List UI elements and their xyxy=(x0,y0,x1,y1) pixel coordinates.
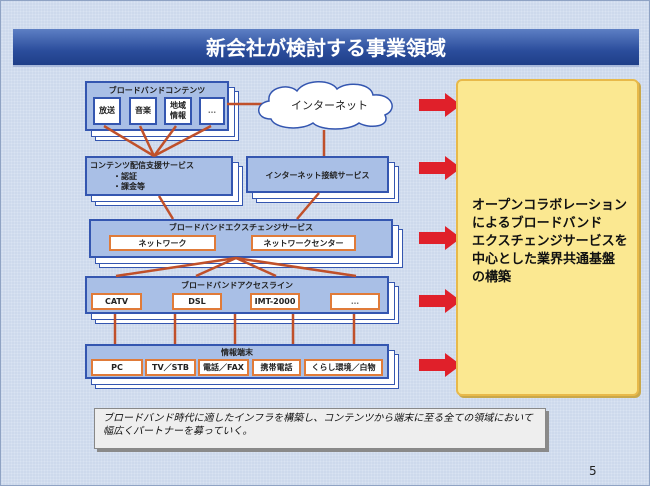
delivery-bullet-billing: ・課金等 xyxy=(113,182,145,191)
content-broadcast: 放送 xyxy=(93,97,121,125)
right-arrow-icon xyxy=(419,353,461,377)
right-arrow-icon xyxy=(419,226,461,250)
connection-label: インターネット接続サービス xyxy=(265,171,370,180)
internet-cloud-icon xyxy=(258,81,393,130)
terminal-mobile: 携帯電話 xyxy=(252,359,301,376)
vision-text: オープンコラボレーション によるブロードバンド エクスチェンジサービスを 中心と… xyxy=(472,198,628,285)
terminal-phone-fax: 電話／FAX xyxy=(198,359,249,376)
right-arrow-icon xyxy=(419,93,461,117)
terminal-home-appliance: くらし環境／白物 xyxy=(304,359,383,376)
access-label: ブロードバンドアクセスライン xyxy=(181,281,293,290)
internet-label: インターネット xyxy=(291,99,368,112)
access-dsl: DSL xyxy=(172,293,222,310)
content-local-info: 地域 情報 xyxy=(164,97,192,125)
exchange-network: ネットワーク xyxy=(109,235,216,251)
content-more: … xyxy=(199,97,225,125)
access-imt2000: IMT-2000 xyxy=(250,293,300,310)
right-arrow-icon xyxy=(419,289,461,313)
slide-title: 新会社が検討する事業領域 xyxy=(13,29,639,67)
exchange-label: ブロードバンドエクスチェンジサービス xyxy=(168,223,314,232)
exchange-network-center: ネットワークセンター xyxy=(251,235,356,251)
page-number: 5 xyxy=(589,464,597,478)
contents-label: ブロードバンドコンテンツ xyxy=(108,86,206,95)
access-catv: CATV xyxy=(91,293,142,310)
terminal-tv-stb: TV／STB xyxy=(145,359,196,376)
terminal-pc: PC xyxy=(91,359,143,376)
content-music: 音楽 xyxy=(129,97,157,125)
right-arrow-icon xyxy=(419,156,461,180)
delivery-label: コンテンツ配信支援サービス xyxy=(90,161,194,170)
terminal-label: 情報端末 xyxy=(221,348,253,357)
access-more: … xyxy=(330,293,380,310)
vision-box: オープンコラボレーション によるブロードバンド エクスチェンジサービスを 中心と… xyxy=(456,79,639,396)
summary-note: ブロードバンド時代に適したインフラを構築し、コンテンツから端末に至る全ての領域に… xyxy=(94,408,546,449)
delivery-bullet-auth: ・認証 xyxy=(113,172,137,181)
